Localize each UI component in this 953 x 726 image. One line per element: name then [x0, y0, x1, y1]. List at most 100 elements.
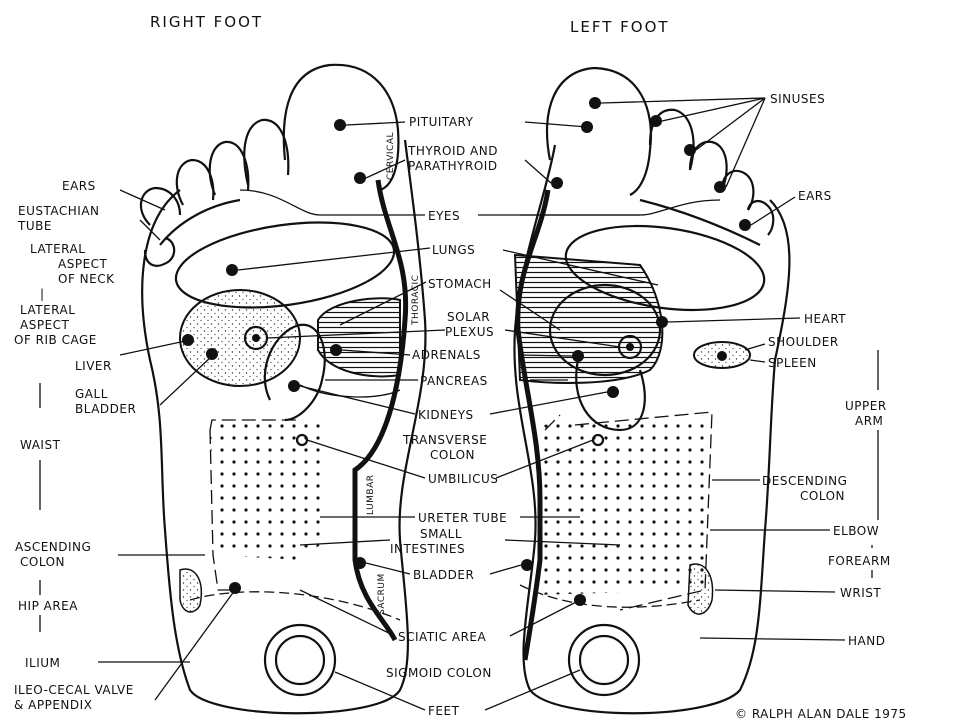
spine-label-cervical: CERVICAL [386, 132, 396, 180]
label-lateral-neck-3: OF NECK [58, 272, 115, 286]
label-liver: LIVER [75, 359, 112, 373]
dot-solar-left [626, 343, 634, 351]
label-kidneys: KIDNEYS [418, 408, 474, 422]
label-thyroid-2: PARATHYROID [408, 159, 498, 173]
right-intestine-zone [210, 420, 320, 560]
label-stomach: STOMACH [428, 277, 492, 291]
label-lateral-rib-3: OF RIB CAGE [14, 333, 97, 347]
dot-bladder-right [354, 557, 366, 569]
label-divider: | [40, 287, 45, 301]
label-adrenals: ADRENALS [412, 348, 481, 362]
label-eyes: EYES [428, 209, 460, 223]
dot-sinus-2 [650, 115, 662, 127]
right-toe-2 [244, 120, 288, 185]
label-transverse-1: TRANSVERSE [402, 433, 487, 447]
left-toe-5 [748, 201, 773, 235]
label-waist: WAIST [20, 438, 61, 452]
label-ears-right: EARS [798, 189, 832, 203]
label-forearm: FOREARM [828, 554, 891, 568]
dot-sinus-1 [589, 97, 601, 109]
label-sigmoid: SIGMOID COLON [386, 666, 492, 680]
label-ureter: URETER TUBE [418, 511, 507, 525]
label-heart: HEART [804, 312, 846, 326]
label-solar-1: SOLAR [447, 310, 490, 324]
label-thyroid-1: THYROID AND [407, 144, 498, 158]
dot-kidney-right [288, 380, 300, 392]
labels: RIGHT FOOT LEFT FOOT PITUITARY THYROID A… [14, 13, 907, 721]
label-ascending-2: COLON [20, 555, 65, 569]
left-foot [514, 68, 789, 713]
label-elbow: ELBOW [833, 524, 879, 538]
left-toe-4 [722, 171, 753, 210]
dot-ears-left [739, 219, 751, 231]
right-toe-4 [177, 160, 214, 205]
dot-adrenal-left [572, 350, 584, 362]
label-descending-1: DESCENDING [762, 474, 847, 488]
spine-label-lumbar: LUMBAR [366, 474, 376, 515]
label-feet: FEET [428, 704, 460, 718]
right-toe-3 [210, 142, 249, 195]
label-lateral-neck-2: ASPECT [58, 257, 108, 271]
label-ileo-2: & APPENDIX [14, 698, 92, 712]
label-ilium: ILIUM [25, 656, 60, 670]
label-eustachian-1: EUSTACHIAN [18, 204, 100, 218]
right-liver-zone [180, 290, 300, 386]
label-pancreas: PANCREAS [420, 374, 488, 388]
label-transverse-2: COLON [430, 448, 475, 462]
label-lateral-rib-2: ASPECT [20, 318, 70, 332]
label-lateral-rib-1: LATERAL [20, 303, 75, 317]
right-pancreas-loop [300, 385, 400, 397]
copyright-credit: © RALPH ALAN DALE 1975 [735, 707, 907, 721]
dot-bladder-left [521, 559, 533, 571]
spine-label-thoracic: THORACIC [411, 275, 421, 326]
left-eye-line [520, 200, 720, 215]
label-gall-1: GALL [75, 387, 108, 401]
label-shoulder: SHOULDER [768, 335, 839, 349]
label-sciatic: SCIATIC AREA [398, 630, 487, 644]
label-solar-2: PLEXUS [445, 325, 494, 339]
label-sinuses: SINUSES [770, 92, 825, 106]
label-ears-left: EARS [62, 179, 96, 193]
dot-kidney-left [607, 386, 619, 398]
dot-adrenal-right [330, 344, 342, 356]
dot-sinus-4 [714, 181, 726, 193]
dot-thyroid-right [354, 172, 366, 184]
spine-label-sacrum: SACRUM [377, 573, 387, 615]
title-left-foot: LEFT FOOT [570, 18, 670, 36]
dot-spleen [717, 351, 727, 361]
right-eye-line [240, 190, 395, 215]
label-lateral-neck-1: LATERAL [30, 242, 85, 256]
label-upper-arm-2: ARM [855, 414, 883, 428]
label-bladder: BLADDER [413, 568, 474, 582]
label-pituitary: PITUITARY [409, 115, 474, 129]
left-intestine-zone [535, 415, 712, 595]
dot-thyroid-left [551, 177, 563, 189]
dot-lungs-right [226, 264, 238, 276]
label-ascending-1: ASCENDING [15, 540, 91, 554]
right-stomach-zone [318, 298, 400, 376]
label-small-2: INTESTINES [390, 542, 465, 556]
label-ileo-1: ILEO-CECAL VALVE [14, 683, 134, 697]
left-big-toe [547, 68, 651, 195]
label-lungs: LUNGS [432, 243, 475, 257]
label-spleen: SPLEEN [768, 356, 817, 370]
label-wrist: WRIST [840, 586, 881, 600]
dot-solar-right [252, 334, 260, 342]
label-gall-2: BLADDER [75, 402, 136, 416]
dot-gallbladder [206, 348, 218, 360]
left-hand-zone [688, 564, 713, 614]
label-small-1: SMALL [420, 527, 462, 541]
label-umbilicus: UMBILICUS [428, 472, 498, 486]
label-descending-2: COLON [800, 489, 845, 503]
dot-sinus-3 [684, 144, 696, 156]
title-right-foot: RIGHT FOOT [150, 13, 263, 31]
label-eustachian-2: TUBE [17, 219, 52, 233]
dot-heart [656, 316, 668, 328]
right-eustachian-arc [145, 238, 174, 266]
dot-pituitary-right [334, 119, 346, 131]
label-upper-arm-1: UPPER [845, 399, 887, 413]
label-hip: HIP AREA [18, 599, 78, 613]
left-heel-inner [580, 636, 628, 684]
right-foot: CERVICAL THORACIC LUMBAR SACRUM [141, 65, 426, 713]
